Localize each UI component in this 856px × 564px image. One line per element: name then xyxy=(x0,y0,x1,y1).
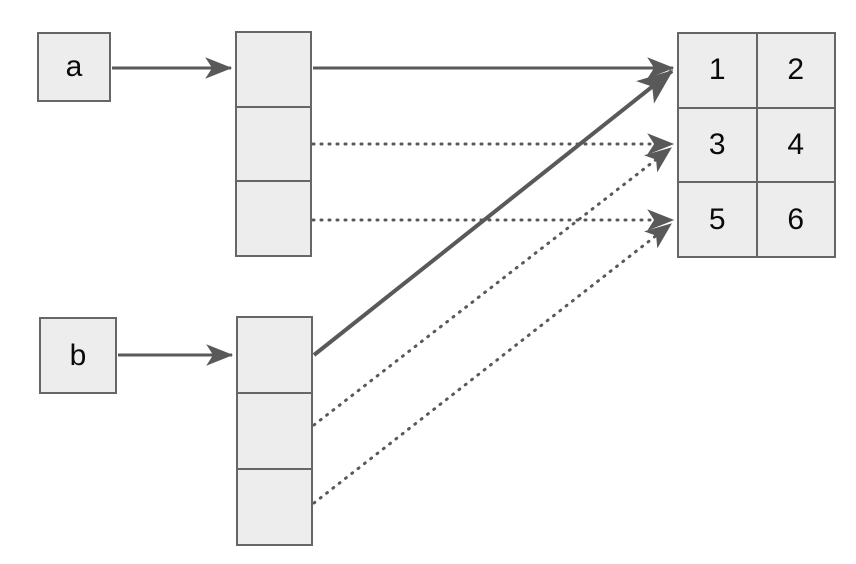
matrix-cell-r2c1[interactable]: 6 xyxy=(757,183,834,257)
array-a-slot-2[interactable] xyxy=(237,182,310,256)
matrix-cell-r2c0-label: 5 xyxy=(708,202,726,236)
array-a-slot-0[interactable] xyxy=(237,33,310,108)
matrix-cell-r1c0[interactable]: 3 xyxy=(679,108,758,182)
array-b-slot-1[interactable] xyxy=(238,394,311,470)
array-a-pointer-column[interactable] xyxy=(235,31,312,257)
table-row[interactable]: 5 6 xyxy=(679,183,834,257)
table-row[interactable]: 1 2 xyxy=(679,34,834,109)
edges-group xyxy=(112,57,675,505)
matrix-cell-r1c1[interactable]: 4 xyxy=(757,108,834,182)
array-b-slot-2[interactable] xyxy=(238,470,311,544)
node-var-a[interactable]: a xyxy=(37,32,111,102)
edge-b-slot1-to-grid-row2 xyxy=(312,146,673,427)
matrix-cell-r2c0[interactable]: 5 xyxy=(679,183,758,257)
matrix-cell-r0c0[interactable]: 1 xyxy=(679,34,758,107)
matrix-cell-r0c1[interactable]: 2 xyxy=(757,34,834,107)
node-var-a-label: a xyxy=(65,50,83,83)
matrix-cell-r2c1-label: 6 xyxy=(787,202,805,236)
array-a-slot-1[interactable] xyxy=(237,107,310,183)
matrix-cell-r0c0-label: 1 xyxy=(708,53,726,87)
table-row[interactable]: 3 4 xyxy=(679,108,834,184)
array-b-pointer-column[interactable] xyxy=(236,316,313,546)
edge-b-slot2-to-grid-row3 xyxy=(312,222,673,505)
edge-b-slot0-to-grid-row1 xyxy=(312,69,674,357)
node-var-b[interactable]: b xyxy=(39,317,117,394)
matrix-cell-r1c1-label: 4 xyxy=(787,128,805,161)
matrix-cell-r0c1-label: 2 xyxy=(787,53,805,87)
node-var-b-label: b xyxy=(69,338,87,372)
matrix-cell-r1c0-label: 3 xyxy=(708,128,726,161)
value-matrix[interactable]: 1 2 3 4 5 6 xyxy=(677,32,836,258)
array-b-slot-0[interactable] xyxy=(238,318,311,394)
